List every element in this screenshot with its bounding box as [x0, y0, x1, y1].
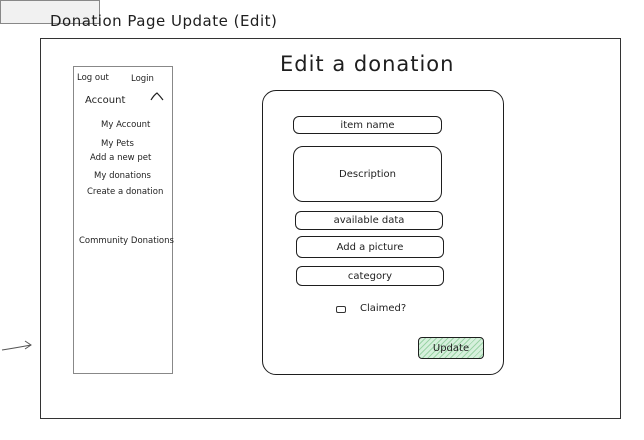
page-title: Donation Page Update (Edit) [50, 12, 278, 30]
item-name-field[interactable]: item name [293, 116, 442, 134]
login-link[interactable]: Login [131, 74, 154, 84]
available-data-placeholder: available data [333, 215, 405, 226]
sidebar-item-my-pets[interactable]: My Pets [101, 139, 134, 149]
chevron-up-icon[interactable] [150, 92, 164, 102]
update-button[interactable]: Update [418, 337, 484, 359]
add-picture-button[interactable]: Add a picture [296, 236, 444, 258]
category-placeholder: category [347, 270, 393, 282]
account-menu-toggle[interactable] [0, 0, 100, 24]
claimed-checkbox[interactable] [336, 306, 346, 313]
item-name-placeholder: item name [340, 119, 395, 131]
account-label: Account [85, 95, 126, 106]
available-data-field[interactable]: available data [295, 211, 443, 230]
wireframe-frame [40, 38, 621, 419]
category-field[interactable]: category [296, 266, 444, 286]
description-placeholder: Description [339, 168, 396, 180]
sidebar-item-my-account[interactable]: My Account [101, 120, 151, 130]
form-title: Edit a donation [280, 52, 455, 76]
arrow-right-icon [1, 340, 32, 351]
logout-link[interactable]: Log out [77, 73, 109, 83]
edit-donation-form [262, 90, 504, 375]
add-picture-label: Add a picture [336, 241, 404, 253]
claimed-label: Claimed? [360, 303, 407, 314]
sidebar-item-add-pet[interactable]: Add a new pet [90, 153, 152, 163]
sidebar-item-community-donations[interactable]: Community Donations [79, 236, 174, 246]
sidebar-item-my-donations[interactable]: My donations [94, 171, 151, 181]
update-button-label: Update [432, 342, 470, 354]
sidebar-item-create-donation[interactable]: Create a donation [87, 187, 164, 197]
sidebar [73, 66, 173, 374]
description-field[interactable]: Description [293, 146, 442, 202]
